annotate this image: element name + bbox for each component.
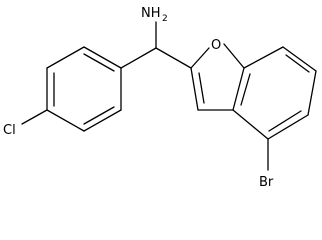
bond-central-carbon-furan <box>155 47 192 69</box>
double-bond-inner <box>83 53 115 72</box>
bond <box>232 67 245 111</box>
bond <box>267 114 309 140</box>
bond <box>190 67 199 111</box>
double-bond-inner <box>198 72 205 104</box>
bond <box>46 46 85 69</box>
furan-ring <box>190 43 245 111</box>
chlorine-label: Cl <box>3 123 16 138</box>
bond-ring-chlorine <box>21 109 48 125</box>
chlorophenyl-ring <box>46 46 122 132</box>
bond <box>232 109 269 140</box>
double-bond-inner <box>240 73 251 106</box>
double-bond-inner <box>268 110 302 132</box>
amine-subscript: 2 <box>162 14 168 24</box>
bromine-label: Br <box>259 175 274 190</box>
molecule-diagram: NH 2 O Cl Br <box>3 6 317 190</box>
structure-svg: NH 2 O Cl Br <box>3 6 317 190</box>
double-bond-inner <box>285 54 310 73</box>
bond-ring-central-carbon <box>120 47 157 69</box>
amine-text: NH <box>141 6 161 21</box>
bond <box>190 47 210 69</box>
bond <box>307 70 317 116</box>
bond <box>243 46 284 69</box>
oxygen-label: O <box>211 38 221 53</box>
bond <box>223 43 245 69</box>
double-bond-inner <box>83 106 115 125</box>
bond <box>282 46 317 72</box>
amine-label: NH 2 <box>141 6 168 24</box>
bond <box>46 109 85 132</box>
bond <box>83 46 122 69</box>
bond <box>83 109 122 132</box>
benzo-ring <box>232 46 317 140</box>
